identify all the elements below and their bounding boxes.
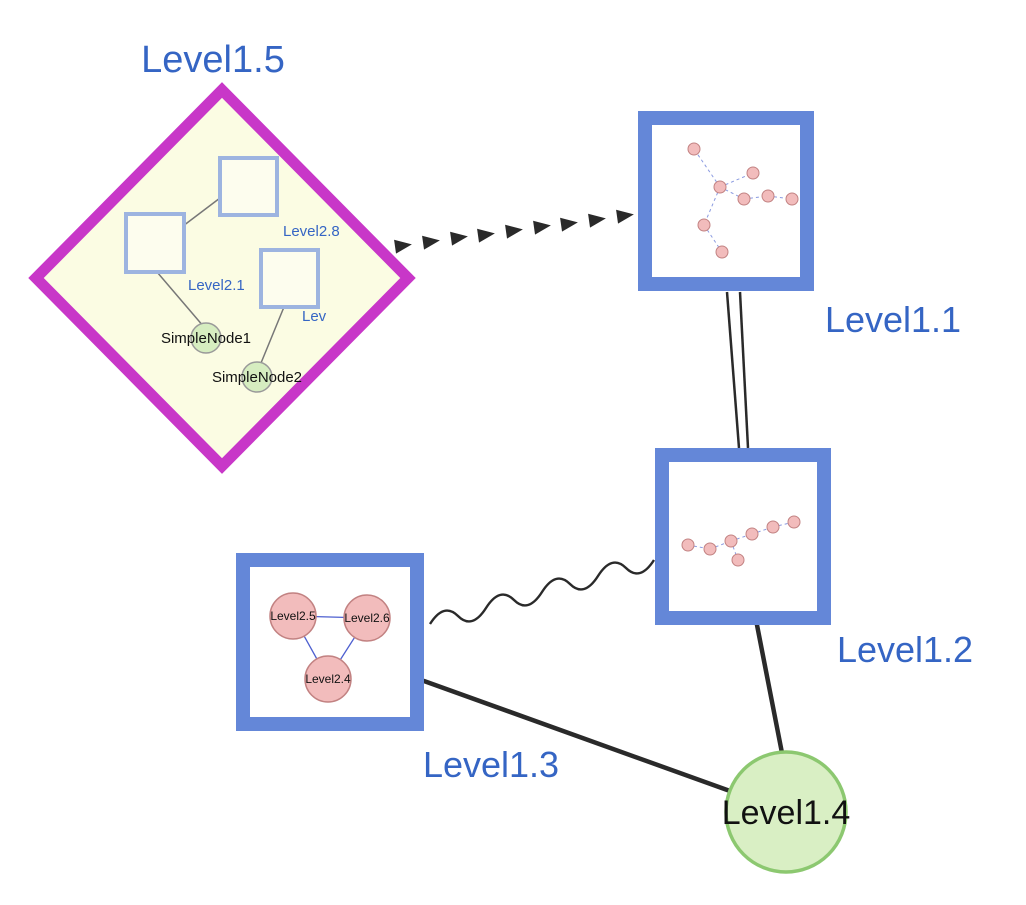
double-line-right [738,291,750,449]
arrowhead-icon [588,213,606,228]
simple-node-2-label: SimpleNode2 [212,369,302,386]
edge-level1-3-to-level1-4[interactable] [421,678,733,794]
arrowhead-icon [505,224,523,239]
circle-shape-level1-4[interactable] [724,750,848,874]
group-node-level1-3[interactable]: Level2.5 Level2.6 Level2.4 [236,553,424,731]
inner-square-label-level2-1: Level2.1 [188,277,245,294]
mini-node[interactable] [745,527,759,541]
diamond-inner-squares [124,156,320,309]
inner-square-label-lev: Lev [302,308,327,325]
mini-node[interactable] [731,553,745,567]
mini-node[interactable] [737,192,751,206]
node-level2-4-label: Level2.4 [305,672,351,686]
diamond-inner-edges [156,197,285,364]
mini-graph-nodes-level1-3 [269,592,391,703]
node-level2-6-label: Level2.6 [344,611,390,625]
mini-edge [693,148,721,188]
double-line-left [725,291,741,449]
arrowhead-icon [422,235,440,250]
inner-square-lev[interactable] [259,248,320,309]
group-node-level1-5[interactable]: Level2.8 Level2.1 Lev SimpleNode1 Simple… [28,82,416,474]
mini-graph-nodes-level1-2 [681,515,801,567]
group-node-level1-1[interactable] [638,111,814,291]
mini-node[interactable] [697,218,711,232]
mini-node[interactable] [724,534,738,548]
arrowhead-icon [477,228,495,243]
mini-node[interactable] [713,180,727,194]
simple-node-1-label: SimpleNode1 [161,330,251,347]
simple-node-2-circle[interactable] [241,361,273,393]
arrowhead-icon [450,231,468,246]
inner-square-level2-1[interactable] [124,212,186,274]
mini-node[interactable] [715,245,729,259]
node-level2-5-label: Level2.5 [270,609,316,623]
edge-wavy-level1-3-to-level1-2[interactable] [428,559,656,625]
node-level2-6-circle[interactable] [343,594,391,642]
node-level2-5-circle[interactable] [269,592,317,640]
edge-arrow-chain-level1-5-to-level1-1[interactable] [394,207,635,254]
mini-edge [703,186,721,226]
inner-edge[interactable] [182,197,221,227]
group-node-level1-2[interactable] [655,448,831,625]
mini-node[interactable] [687,142,701,156]
mini-edge [719,186,745,200]
simple-node-1-circle[interactable] [190,322,222,354]
box-shape-level1-1[interactable] [638,111,814,291]
mini-node[interactable] [703,542,717,556]
inner-edge[interactable] [260,306,285,364]
inner-square-level2-8[interactable] [218,156,279,217]
mini-node[interactable] [681,538,695,552]
group-node-level1-4[interactable]: Level1.4 [722,750,851,874]
arrowhead-icon [616,209,634,224]
label-level1-3: Level1.3 [423,744,559,785]
inner-square-label-level2-8: Level2.8 [283,223,340,240]
diamond-shape-level1-5[interactable] [28,82,416,474]
mini-node[interactable] [761,189,775,203]
mini-node[interactable] [787,515,801,529]
edge-double-line-level1-1-to-level1-2[interactable] [725,291,750,449]
arrowhead-icon [533,220,551,235]
label-level1-2: Level1.2 [837,629,973,670]
arrowhead-icon [560,217,578,232]
mini-node[interactable] [766,520,780,534]
node-level2-4-circle[interactable] [304,655,352,703]
mini-node[interactable] [785,192,799,206]
mini-graph-nodes-level1-1 [687,142,799,259]
label-level1-5: Level1.5 [141,39,285,81]
edge-level1-2-to-level1-4[interactable] [754,622,785,756]
label-level1-1: Level1.1 [825,299,961,340]
mini-node[interactable] [746,166,760,180]
arrowhead-icon [394,239,412,254]
label-level1-4: Level1.4 [722,794,851,832]
inner-edge[interactable] [156,271,205,328]
